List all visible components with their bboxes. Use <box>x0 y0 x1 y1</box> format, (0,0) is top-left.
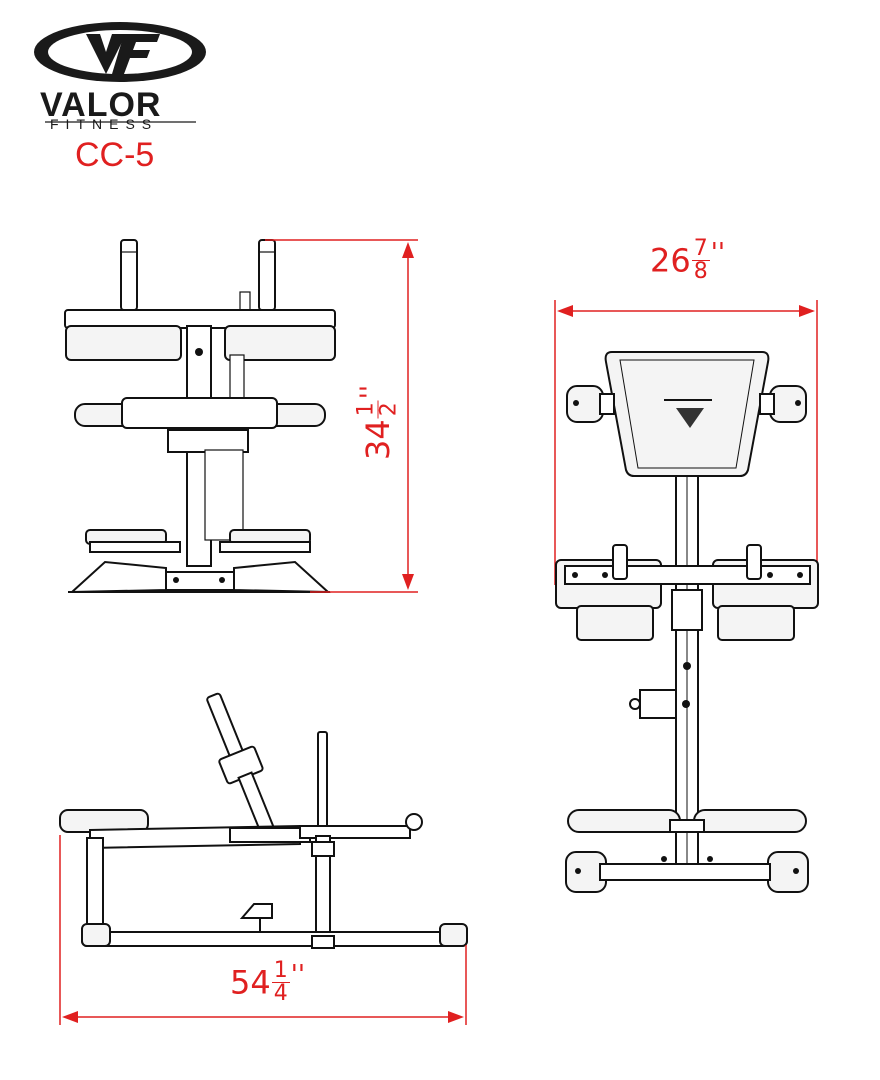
front-view <box>64 239 418 594</box>
dimension-length-unit: '' <box>290 960 306 990</box>
brand-tagline: FITNESS <box>50 116 159 132</box>
model-number: CC-5 <box>75 136 155 174</box>
dimension-length-denominator: 4 <box>273 981 288 1006</box>
dimension-length-numerator: 1 <box>271 958 290 983</box>
dimension-height-unit: '' <box>355 385 386 400</box>
dimension-width-whole: 26 <box>650 241 691 280</box>
side-view <box>59 692 468 1025</box>
top-view <box>554 300 819 893</box>
dimension-height-whole: 34 <box>359 419 397 461</box>
dimension-height-numerator: 1 <box>353 400 379 419</box>
dimension-width-denominator: 8 <box>693 259 708 284</box>
dimension-width-numerator: 7 <box>691 236 710 261</box>
dimension-length-whole: 54 <box>230 963 271 1002</box>
dimension-height-denominator: 2 <box>376 402 402 417</box>
dimension-width-unit: '' <box>710 238 726 268</box>
brand-name: VALOR <box>40 86 162 124</box>
